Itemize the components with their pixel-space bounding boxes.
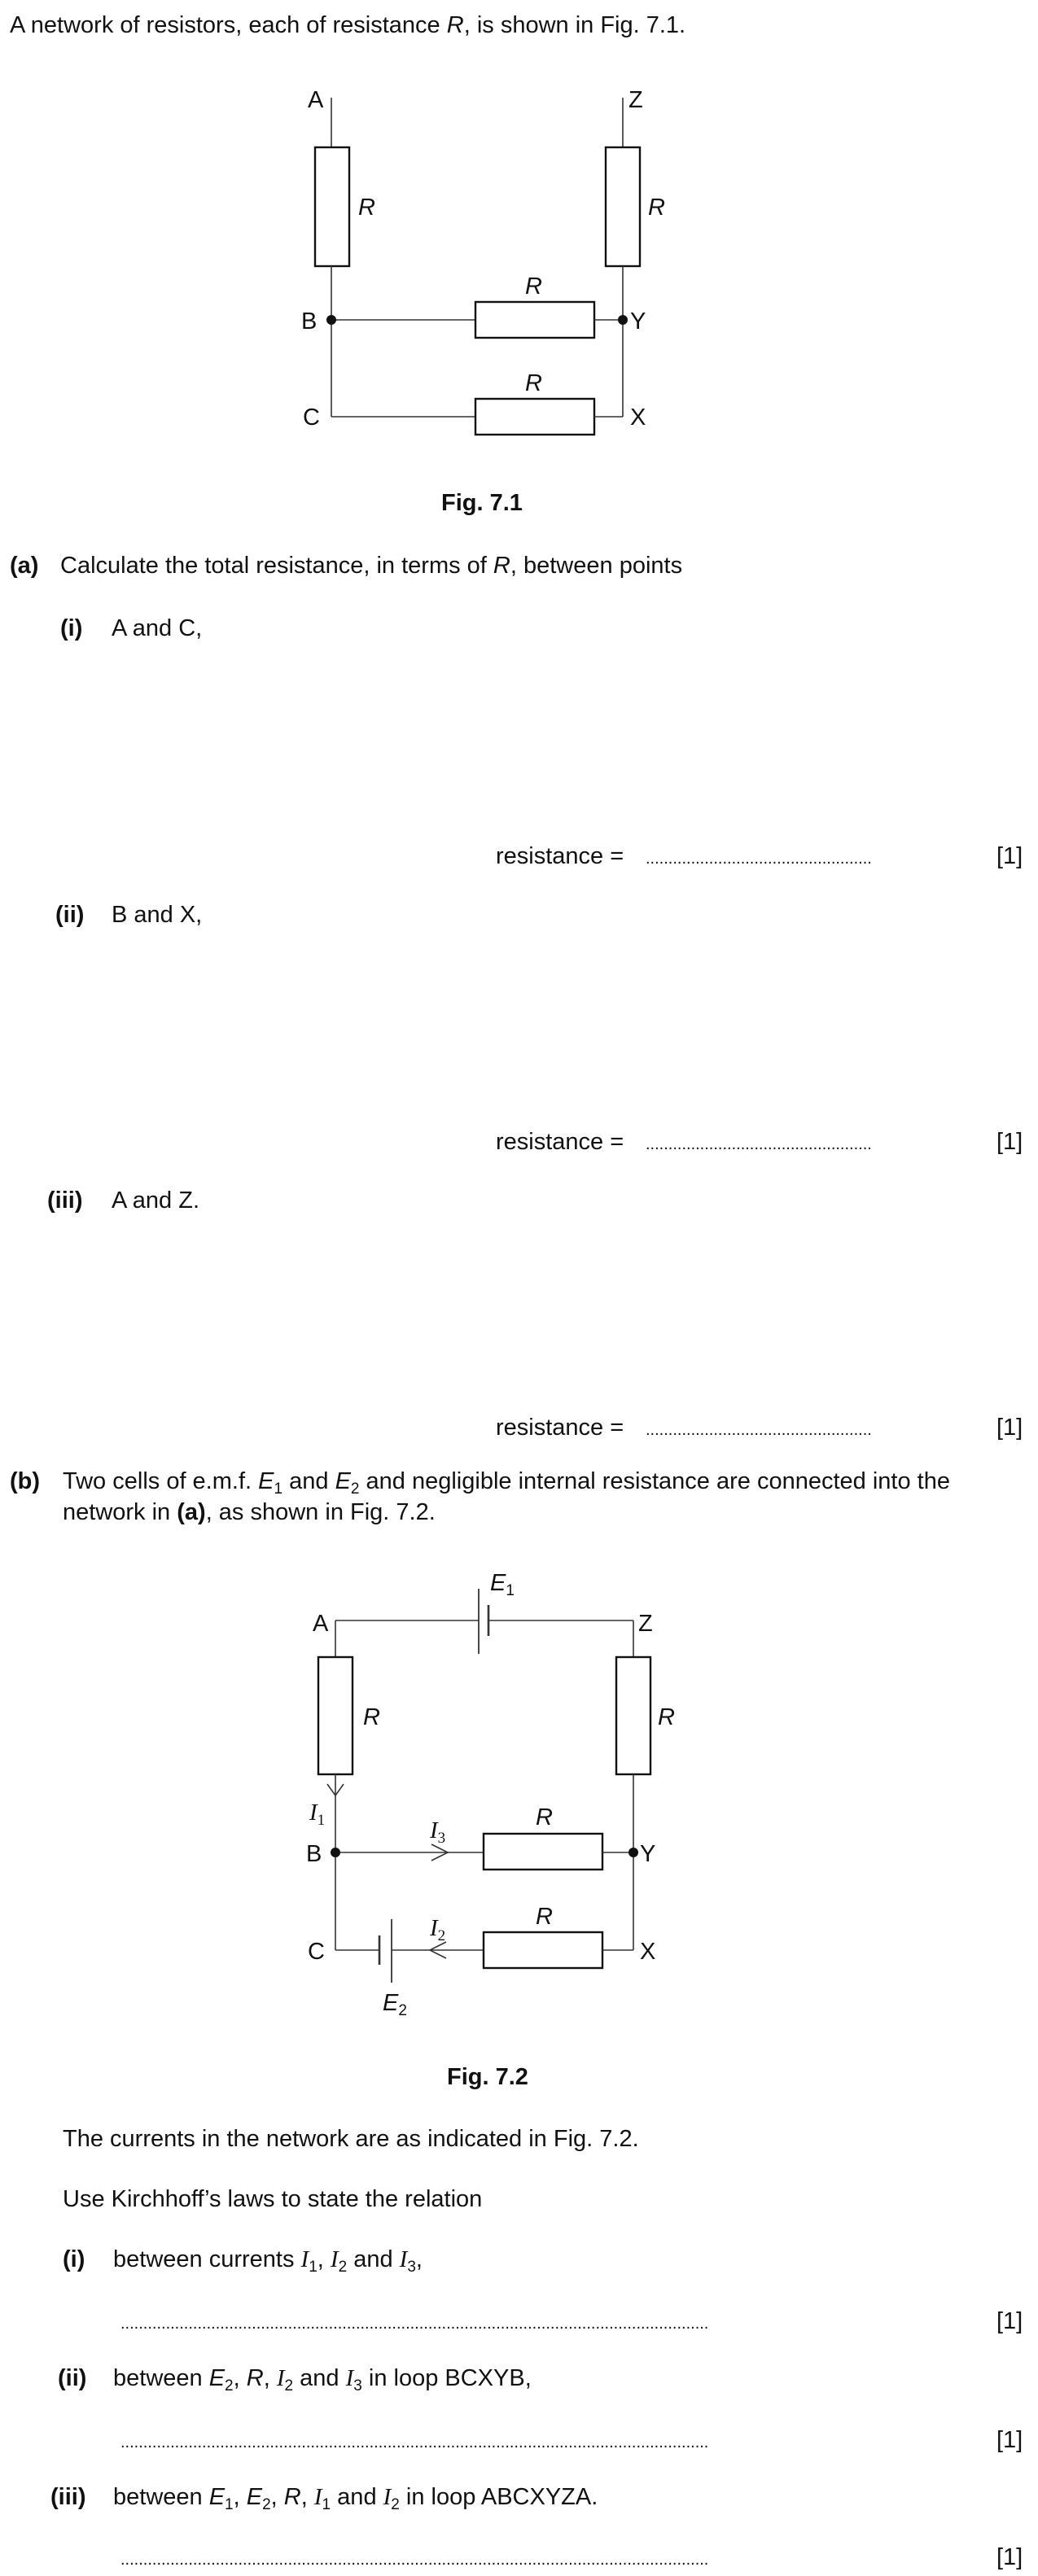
marks-b-ii: [1] (996, 2427, 1023, 2453)
resistor-b-y-fig2 (482, 1832, 604, 1871)
answer-line-a-ii: resistance = (496, 1129, 624, 1155)
part-b-ii-label: (ii) (58, 2365, 87, 2391)
resistor-a-b (313, 146, 351, 268)
resistor-z-y (604, 146, 642, 268)
answer-line-a-i: resistance = (496, 843, 624, 869)
current-label-i3: I3 (429, 1817, 445, 1847)
part-a-ii-text: B and X, (112, 902, 203, 928)
answer-dots-a-iii: ........................................… (646, 1421, 872, 1439)
resistor-label-cx-fig2: R (536, 1904, 553, 1930)
label-c: C (303, 405, 320, 431)
resistor-label-zy: R (648, 195, 665, 221)
part-b-label: (b) (10, 1468, 41, 1494)
label-a: A (308, 87, 324, 113)
label-a-fig2: A (313, 1611, 329, 1637)
arrow-i1 (326, 1783, 344, 1797)
answer-dots-a-ii: ........................................… (646, 1135, 872, 1153)
resistor-label-ab: R (358, 195, 375, 221)
answer-dots-b-iii: ........................................… (120, 2551, 709, 2569)
resistor-label-ab-fig2: R (363, 1704, 380, 1730)
resistor-label-by-fig2: R (536, 1804, 553, 1830)
junction-b (326, 315, 336, 325)
part-b-line-2: network in (a), as shown in Fig. 7.2. (63, 1499, 436, 1525)
resistor-label-zy-fig2: R (658, 1704, 675, 1730)
marks-b-i: [1] (996, 2308, 1023, 2334)
resistor-z-y-fig2 (615, 1655, 652, 1776)
marks-a-iii: [1] (996, 1415, 1023, 1441)
junction-b-fig2 (331, 1848, 340, 1857)
part-a-iii-text: A and Z. (112, 1187, 200, 1214)
part-b-line-1: Two cells of e.m.f. E1 and E2 and neglig… (63, 1468, 950, 1498)
part-b-ii-text: between E2, R, I2 and I3 in loop BCXYB, (113, 2365, 532, 2394)
arrow-i2 (428, 1941, 447, 1959)
label-y: Y (630, 308, 646, 335)
part-b-intro-1: The currents in the network are as indic… (63, 2126, 639, 2152)
label-c-fig2: C (308, 1939, 325, 1965)
label-y-fig2: Y (640, 1841, 655, 1867)
resistor-label-by: R (525, 273, 542, 300)
arrow-i3 (431, 1843, 449, 1861)
part-a-ii-label: (ii) (55, 902, 85, 928)
emf-label-e1: E1 (490, 1570, 515, 1599)
figure-7-1-circuit: A Z B Y C X R R R R (301, 87, 665, 436)
part-b-i-text: between currents I1, I2 and I3, (113, 2246, 423, 2276)
resistor-a-b-fig2 (317, 1655, 354, 1776)
resistor-c-x-fig2 (482, 1931, 604, 1970)
current-label-i2: I2 (429, 1915, 445, 1944)
label-z: Z (628, 87, 643, 113)
marks-a-ii: [1] (996, 1129, 1023, 1155)
resistor-c-x (474, 397, 596, 436)
marks-b-iii: [1] (996, 2544, 1023, 2570)
label-z-fig2: Z (638, 1611, 653, 1637)
marks-a-i: [1] (996, 843, 1023, 869)
label-x: X (630, 405, 646, 431)
intro-text: A network of resistors, each of resistan… (10, 12, 686, 38)
junction-y-fig2 (628, 1848, 638, 1857)
part-a-i-label: (i) (60, 615, 83, 641)
answer-dots-b-i: ........................................… (120, 2315, 709, 2333)
answer-line-a-iii: resistance = (496, 1415, 624, 1441)
part-a-question: Calculate the total resistance, in terms… (60, 553, 683, 579)
answer-dots-a-i: ........................................… (646, 850, 872, 868)
part-b-i-label: (i) (63, 2246, 85, 2272)
emf-label-e2: E2 (383, 1990, 407, 2019)
part-b-iii-label: (iii) (50, 2484, 86, 2510)
current-label-i1: I1 (309, 1800, 325, 1829)
part-a-iii-label: (iii) (47, 1187, 83, 1214)
part-b-iii-text: between E1, E2, R, I1 and I2 in loop ABC… (113, 2484, 598, 2513)
junction-y (618, 315, 628, 325)
answer-dots-b-ii: ........................................… (120, 2434, 709, 2451)
fig-7-1-caption: Fig. 7.1 (441, 490, 523, 516)
part-b-intro-2: Use Kirchhoff’s laws to state the relati… (63, 2186, 483, 2212)
label-b: B (301, 308, 317, 335)
figure-7-2-circuit: A Z B Y C X R R R R E1 E2 I1 I3 I2 (306, 1570, 675, 2019)
resistor-label-cx: R (525, 370, 542, 396)
label-b-fig2: B (306, 1841, 322, 1867)
fig-7-2-caption: Fig. 7.2 (447, 2064, 528, 2090)
part-a-i-text: A and C, (112, 615, 203, 641)
part-a-label: (a) (10, 553, 39, 579)
label-x-fig2: X (640, 1939, 655, 1965)
resistor-b-y (474, 300, 596, 339)
